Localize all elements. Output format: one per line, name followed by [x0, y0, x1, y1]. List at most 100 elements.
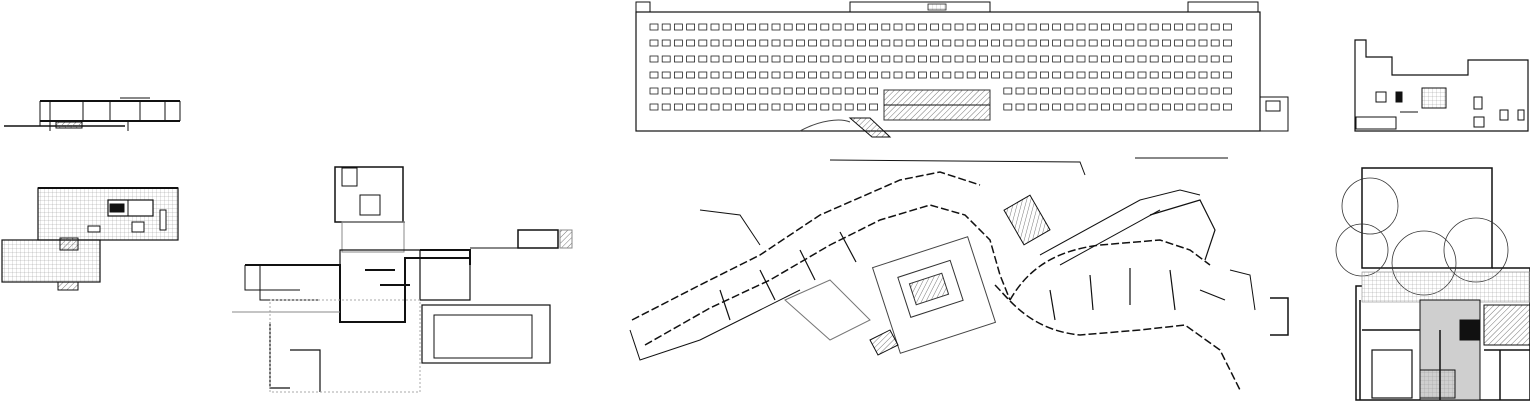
window: [979, 39, 988, 47]
window: [1101, 71, 1110, 79]
window: [918, 39, 927, 47]
window: [1052, 71, 1061, 79]
window: [1113, 23, 1122, 31]
window: [1198, 55, 1208, 63]
window: [1003, 71, 1013, 79]
window: [759, 39, 769, 47]
window: [1125, 103, 1135, 111]
window: [1174, 55, 1183, 63]
window: [1198, 23, 1208, 31]
window: [832, 103, 842, 111]
window: [1088, 39, 1098, 47]
window: [698, 71, 708, 79]
window: [747, 55, 756, 63]
window: [1088, 71, 1098, 79]
window: [820, 39, 830, 47]
window: [1125, 23, 1135, 31]
window: [942, 71, 952, 79]
window: [991, 39, 1000, 47]
window: [881, 71, 891, 79]
window: [1210, 71, 1220, 79]
window: [771, 39, 781, 47]
window: [1088, 55, 1098, 63]
window: [735, 39, 744, 47]
window: [1186, 103, 1196, 111]
window: [1027, 71, 1037, 79]
window: [1076, 103, 1086, 111]
window: [1027, 39, 1037, 47]
window: [881, 23, 891, 31]
glass-house-plan: [1, 187, 179, 291]
window: [1064, 39, 1074, 47]
window: [759, 23, 769, 31]
window: [893, 71, 903, 79]
window: [649, 103, 659, 111]
window: [698, 55, 708, 63]
window: [771, 87, 781, 95]
window: [1015, 23, 1025, 31]
window: [1015, 71, 1025, 79]
window: [1040, 87, 1049, 95]
window: [1101, 103, 1110, 111]
window: [674, 39, 683, 47]
window: [954, 39, 964, 47]
window: [808, 103, 817, 111]
window: [930, 55, 939, 63]
window: [1210, 39, 1220, 47]
window: [1223, 55, 1232, 63]
window: [1040, 71, 1049, 79]
window: [1174, 23, 1183, 31]
window: [735, 87, 744, 95]
window: [1198, 87, 1208, 95]
window: [954, 23, 964, 31]
window: [1076, 55, 1086, 63]
window: [1149, 87, 1159, 95]
window: [783, 23, 793, 31]
window: [686, 103, 695, 111]
window: [722, 39, 732, 47]
window: [1113, 103, 1122, 111]
window: [820, 87, 830, 95]
window: [1101, 87, 1110, 95]
window: [1162, 103, 1171, 111]
window: [722, 71, 732, 79]
window: [942, 39, 952, 47]
window: [893, 39, 903, 47]
window: [686, 55, 695, 63]
window: [1223, 87, 1232, 95]
window: [698, 23, 708, 31]
window: [869, 103, 878, 111]
window: [1149, 23, 1159, 31]
window: [857, 87, 866, 95]
window: [820, 55, 830, 63]
window: [1040, 55, 1049, 63]
window: [686, 23, 695, 31]
window: [979, 23, 988, 31]
window: [844, 87, 854, 95]
window: [1088, 23, 1098, 31]
window: [991, 71, 1000, 79]
window: [905, 23, 915, 31]
window: [661, 71, 671, 79]
window: [649, 55, 659, 63]
window: [1113, 87, 1122, 95]
window: [783, 39, 793, 47]
window: [1137, 55, 1147, 63]
window: [735, 55, 744, 63]
window: [808, 23, 817, 31]
window: [710, 87, 720, 95]
window: [1101, 39, 1110, 47]
window: [1174, 103, 1183, 111]
long-block-elevation: [635, 1, 1289, 138]
window: [857, 71, 866, 79]
window: [1137, 71, 1147, 79]
roof-window: [927, 3, 947, 11]
window: [796, 55, 805, 63]
window: [735, 23, 744, 31]
townhouse-elevation: [1354, 39, 1529, 132]
window: [1149, 55, 1159, 63]
window: [1186, 23, 1196, 31]
window: [649, 71, 659, 79]
window: [1149, 103, 1159, 111]
